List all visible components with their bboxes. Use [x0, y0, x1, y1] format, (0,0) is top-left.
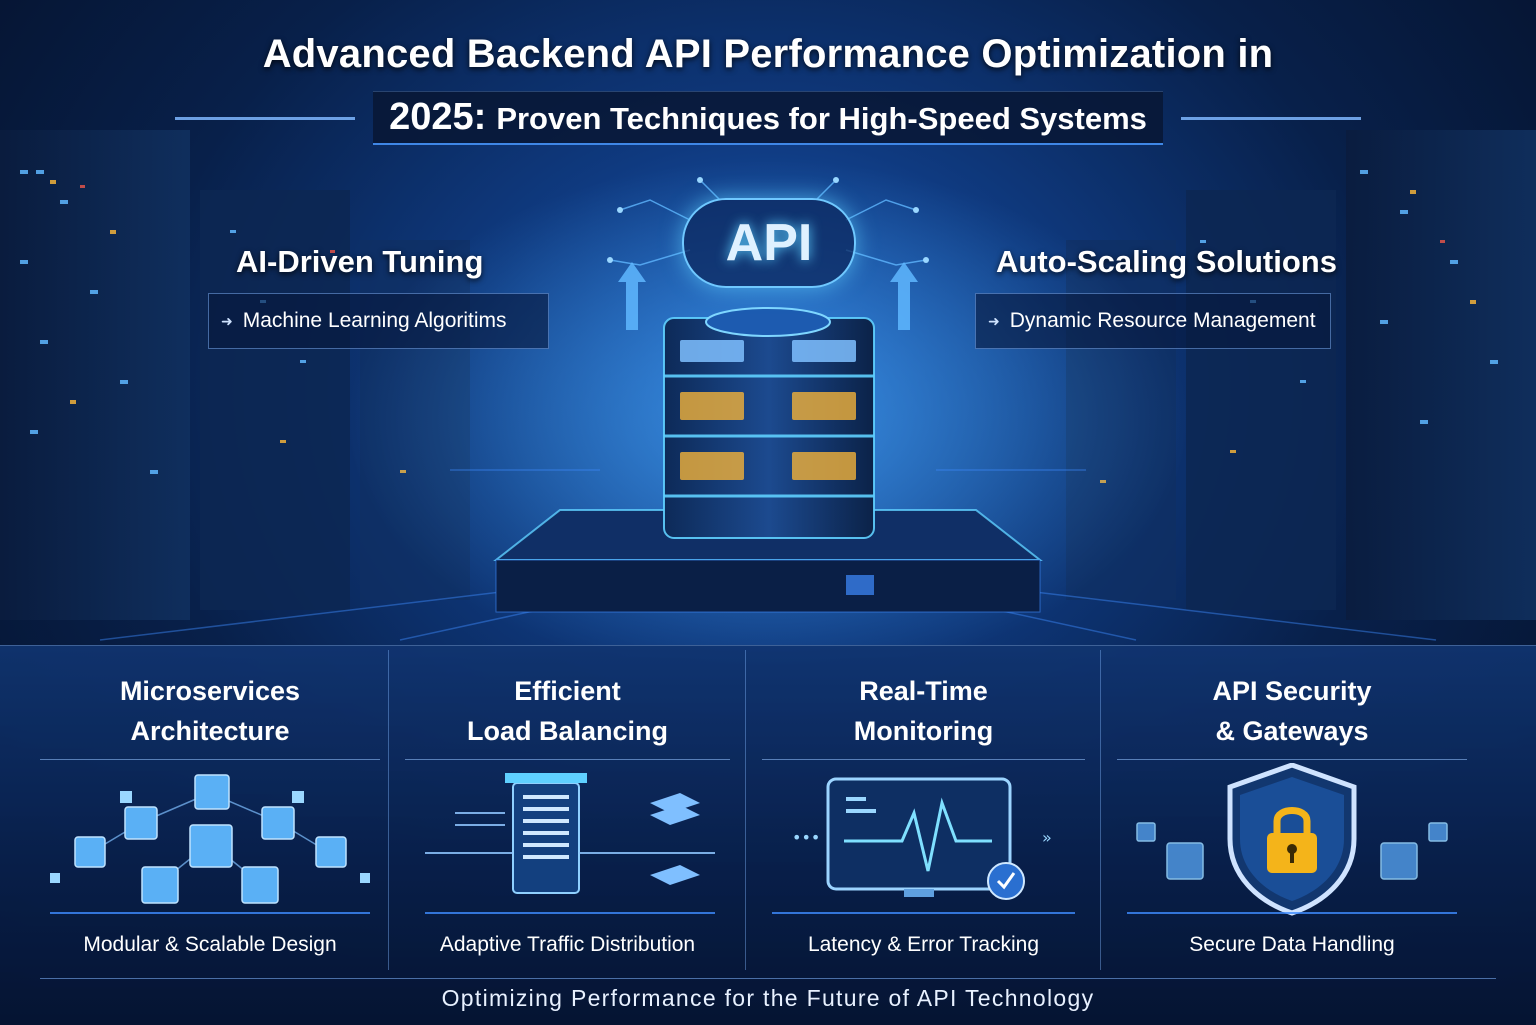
column-title: Microservices Architecture	[30, 671, 390, 751]
column-title-line: Load Balancing	[466, 716, 669, 746]
feature-left-detail-box: ➜ Machine Learning Algoritims	[208, 293, 549, 349]
subtitle-year: 2025:	[389, 96, 487, 138]
column-title-line: Efficient	[514, 676, 621, 706]
column-title: Real-Time Monitoring	[752, 671, 1095, 751]
column-title-line: & Gateways	[1215, 716, 1369, 746]
column-divider	[745, 650, 746, 970]
column-rule	[405, 759, 730, 760]
subtitle-box: 2025: Proven Techniques for High-Speed S…	[373, 91, 1163, 145]
column-title: API Security & Gateways	[1107, 671, 1477, 751]
svg-text:»: »	[1042, 828, 1052, 847]
column-caption: Adaptive Traffic Distribution	[439, 933, 696, 956]
column-title-line: API Security	[1212, 676, 1372, 706]
column-title-line: Architecture	[130, 716, 290, 746]
feature-left-title: AI-Driven Tuning	[236, 244, 484, 279]
column-caption: Modular & Scalable Design	[83, 933, 337, 956]
server-stack-icon	[425, 773, 715, 914]
subtitle-row: 2025: Proven Techniques for High-Speed S…	[0, 91, 1536, 145]
subtitle-right-rule	[1180, 116, 1361, 120]
feature-left-detail: Machine Learning Algoritims	[242, 309, 507, 332]
column-rule	[40, 759, 380, 760]
svg-text:•••: •••	[792, 828, 820, 847]
arrow-right-icon: ➜	[221, 312, 233, 329]
column-divider	[1100, 650, 1101, 970]
api-badge: API	[682, 198, 856, 288]
column-security: API Security & Gateways Secure Data Hand…	[1107, 655, 1477, 970]
footer-rule	[40, 978, 1496, 979]
column-rule	[762, 759, 1085, 760]
column-monitoring: Real-Time Monitoring ••• » Latency & Err…	[752, 655, 1095, 970]
column-caption: Latency & Error Tracking	[807, 933, 1040, 956]
column-title-line: Monitoring	[853, 716, 994, 746]
feature-right-title: Auto-Scaling Solutions	[996, 244, 1337, 279]
column-title-line: Microservices	[119, 676, 301, 706]
column-microservices: Microservices Architecture Modular & Sca…	[30, 655, 390, 970]
api-label: API	[725, 214, 813, 272]
cubes-network-icon	[50, 774, 370, 914]
page-title: Advanced Backend API Performance Optimiz…	[262, 32, 1274, 76]
arrow-right-icon: ➜	[988, 312, 1000, 329]
column-title-line: Real-Time	[859, 676, 988, 706]
column-load-balancing: Efficient Load Balancing Adaptive Traffi…	[395, 655, 740, 970]
subtitle-text: Proven Techniques for High-Speed Systems	[496, 101, 1147, 136]
column-title: Efficient Load Balancing	[395, 671, 740, 751]
footer-tagline: Optimizing Performance for the Future of…	[441, 985, 1095, 1011]
feature-right-detail-box: ➜ Dynamic Resource Management	[975, 293, 1331, 349]
column-rule	[1117, 759, 1467, 760]
feature-right-detail: Dynamic Resource Management	[1009, 309, 1316, 332]
shield-lock-icon	[1127, 763, 1457, 916]
subtitle-left-rule	[175, 116, 356, 120]
monitor-pulse-icon: ••• »	[772, 777, 1075, 914]
column-caption: Secure Data Handling	[1189, 933, 1395, 956]
column-divider	[388, 650, 389, 970]
